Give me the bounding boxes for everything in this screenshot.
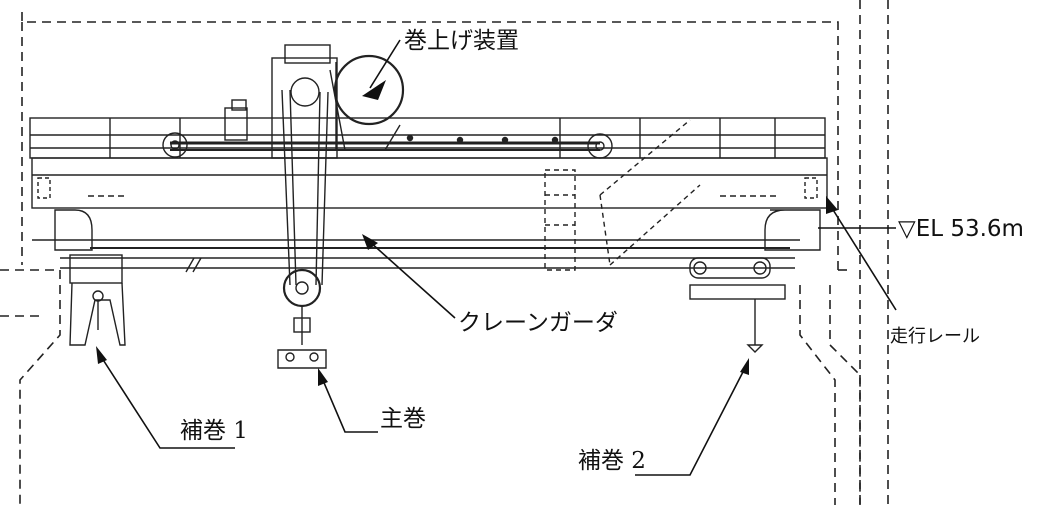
label-elevation: ▽EL 53.6m xyxy=(898,216,1024,242)
aux-hoist-2 xyxy=(689,257,786,353)
label-aux-hoist-2: 補巻 2 xyxy=(578,448,646,474)
label-hoist: 巻上げ装置 xyxy=(404,28,519,54)
building-outline xyxy=(0,0,889,505)
label-aux-hoist-1: 補巻 1 xyxy=(180,418,248,444)
label-main-hoist: 主巻 xyxy=(380,406,426,432)
main-hook xyxy=(277,89,329,369)
crane-girder xyxy=(31,119,828,273)
aux-hoist-1 xyxy=(69,254,126,346)
hoist-machinery xyxy=(271,44,405,159)
leader-lines xyxy=(96,39,897,476)
label-rail: 走行レール xyxy=(890,326,980,347)
trolley-frame xyxy=(29,99,826,159)
label-girder: クレーンガーダ xyxy=(458,310,618,336)
